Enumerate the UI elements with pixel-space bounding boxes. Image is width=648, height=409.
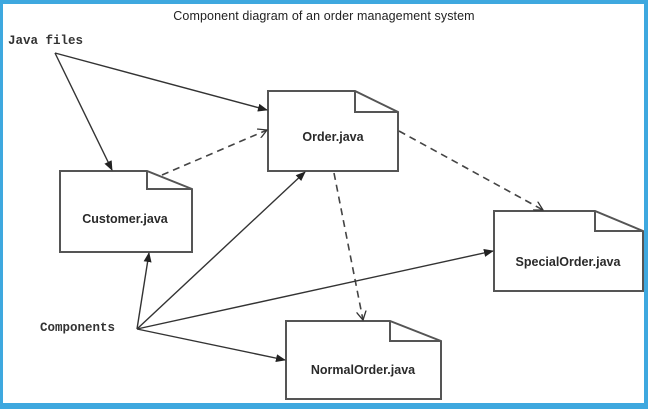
edge-order-to-normal-order	[333, 172, 363, 320]
node-order[interactable]: Order.java	[267, 90, 399, 172]
components-label: Components	[40, 321, 116, 335]
edge-java-files-to-order	[54, 52, 268, 112]
edge-components-to-special-order	[136, 249, 494, 330]
edge-components-to-order	[136, 171, 306, 330]
edge-java-files-to-customer	[54, 52, 113, 171]
node-special-order-label: SpecialOrder.java	[516, 255, 622, 269]
java-files-label: Java files	[8, 34, 84, 48]
node-special-order[interactable]: SpecialOrder.java	[493, 210, 644, 292]
edge-customer-to-order	[161, 130, 267, 176]
diagram-title: Component diagram of an order management…	[173, 9, 475, 23]
node-customer[interactable]: Customer.java	[59, 170, 193, 253]
node-normal-order[interactable]: NormalOrder.java	[285, 320, 442, 400]
edge-components-to-normal-order	[136, 328, 286, 363]
node-order-label: Order.java	[302, 130, 364, 144]
edge-components-to-customer	[136, 252, 152, 330]
edge-order-to-special-order	[398, 130, 543, 210]
node-customer-label: Customer.java	[82, 212, 169, 226]
node-normal-order-label: NormalOrder.java	[311, 363, 416, 377]
